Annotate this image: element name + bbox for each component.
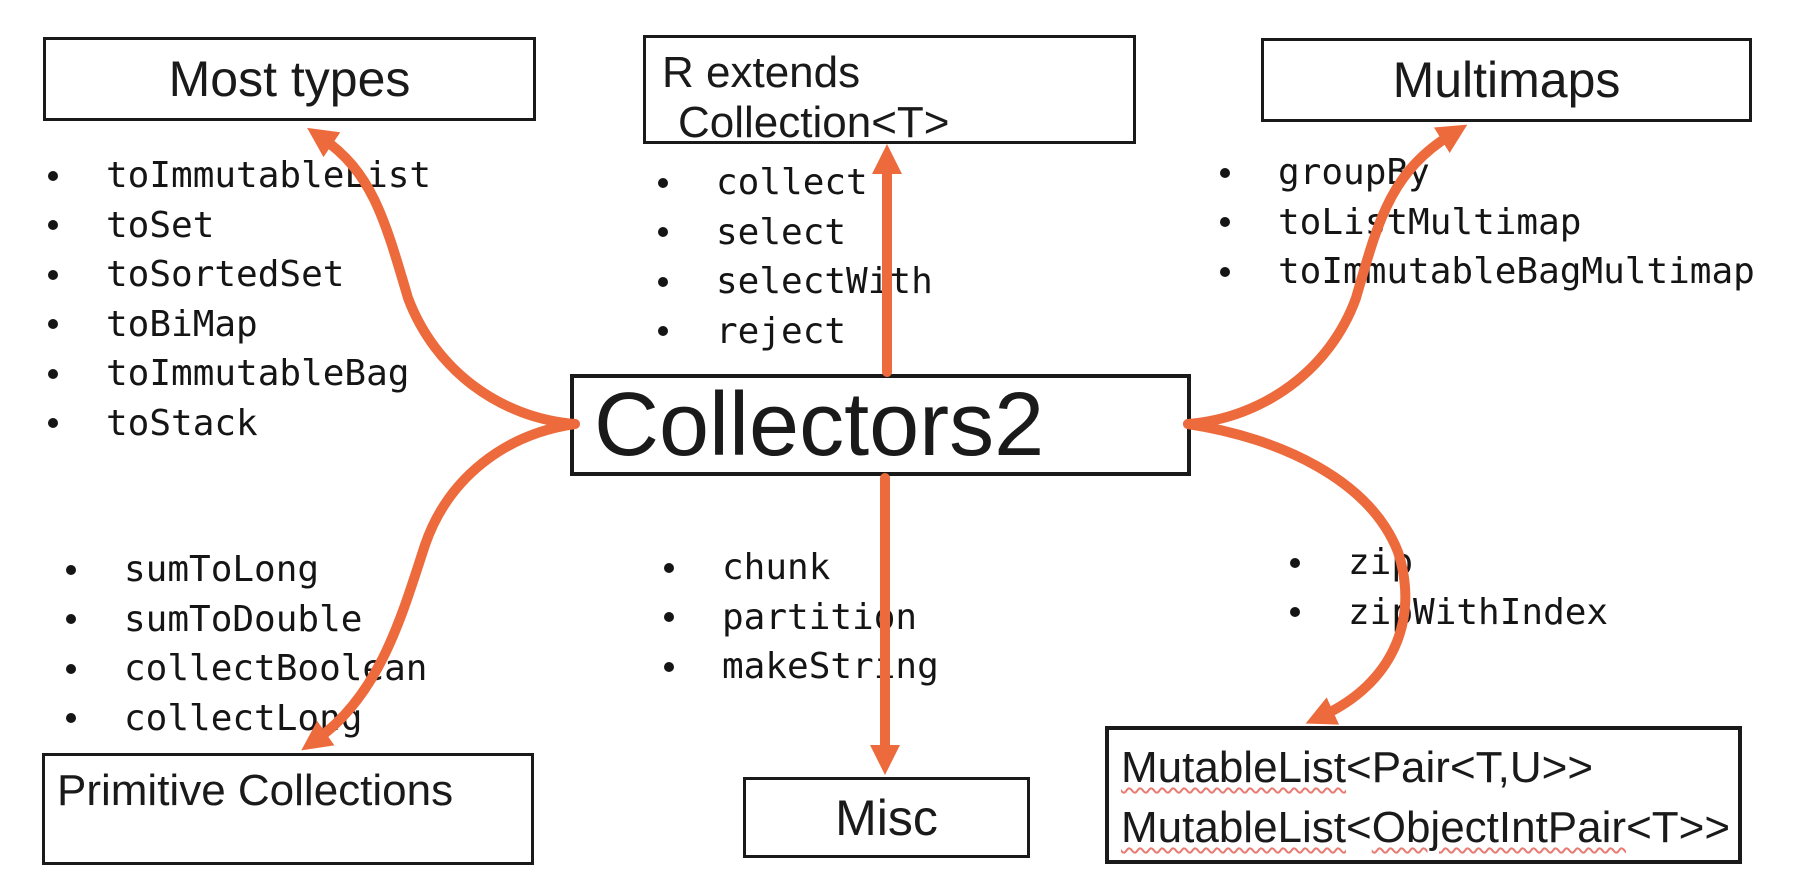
pairs-line2-underlined2: ObjectIntPair <box>1371 803 1627 852</box>
bullet-icon <box>1220 266 1230 277</box>
bullet-icon <box>658 227 668 238</box>
list-item-label: zipWithIndex <box>1348 591 1609 633</box>
pairs-list: zip zipWithIndex <box>1290 538 1608 637</box>
list-item-label: toListMultimap <box>1278 201 1582 243</box>
pairs-line2: MutableList<ObjectIntPair<T>> <box>1121 798 1730 858</box>
multimaps-box: Multimaps <box>1261 38 1752 122</box>
bullet-icon <box>48 170 58 181</box>
list-item: sumToLong <box>66 545 427 595</box>
bullet-icon <box>658 276 668 287</box>
bullet-icon <box>664 612 674 623</box>
list-item-label: toImmutableBag <box>106 353 410 395</box>
primitive-collections-box: Primitive Collections <box>42 753 534 865</box>
list-item-label: collectBoolean <box>124 648 428 690</box>
list-item-label: toImmutableList <box>106 155 432 197</box>
pairs-line2-rest: <T>> <box>1626 803 1731 852</box>
most-types-list: toImmutableList toSet toSortedSet toBiMa… <box>48 151 431 448</box>
bullet-icon <box>66 614 76 625</box>
list-item: toImmutableList <box>48 151 431 201</box>
pairs-line1-underlined: MutableList <box>1121 743 1347 792</box>
bullet-icon <box>664 562 674 573</box>
list-item-label: chunk <box>722 547 831 589</box>
primitive-list: sumToLong sumToDouble collectBoolean col… <box>66 545 427 743</box>
r-extends-title-line1: R extends <box>662 48 861 97</box>
list-item-label: toSortedSet <box>106 254 345 296</box>
list-item: partition <box>664 593 939 643</box>
misc-title: Misc <box>835 789 938 846</box>
list-item-label: partition <box>722 596 918 638</box>
list-item-label: selectWith <box>716 261 933 303</box>
multimaps-title: Multimaps <box>1392 52 1621 108</box>
collectors2-box: Collectors2 <box>570 374 1191 476</box>
misc-list: chunk partition makeString <box>664 543 939 692</box>
most-types-title: Most types <box>168 51 411 107</box>
misc-box: Misc <box>743 777 1030 858</box>
bullet-icon <box>1220 217 1230 228</box>
list-item: makeString <box>664 642 939 692</box>
list-item: zipWithIndex <box>1290 588 1608 638</box>
list-item: groupBy <box>1220 148 1755 198</box>
primitive-collections-title: Primitive Collections <box>57 766 454 815</box>
bullet-icon <box>1220 167 1230 178</box>
bullet-icon <box>658 326 668 337</box>
list-item-label: sumToDouble <box>124 598 363 640</box>
list-item: chunk <box>664 543 939 593</box>
bullet-icon <box>66 564 76 575</box>
list-item-label: toImmutableBagMultimap <box>1278 251 1755 293</box>
r-extends-title-line2: Collection<T> <box>678 98 950 147</box>
list-item-label: groupBy <box>1278 152 1430 194</box>
pairs-line1-rest: <Pair<T,U>> <box>1346 743 1594 792</box>
bullet-icon <box>66 663 76 674</box>
list-item: reject <box>658 307 933 357</box>
pairs-line2-mid: < <box>1346 803 1372 852</box>
list-item: toImmutableBag <box>48 349 431 399</box>
list-item: collect <box>658 158 933 208</box>
bullet-icon <box>48 319 58 330</box>
list-item: collectLong <box>66 694 427 744</box>
multimaps-list: groupBy toListMultimap toImmutableBagMul… <box>1220 148 1755 297</box>
list-item-label: reject <box>716 310 847 352</box>
list-item: collectBoolean <box>66 644 427 694</box>
r-extends-collection-box: R extends Collection<T> <box>643 35 1136 147</box>
list-item-label: select <box>716 211 847 253</box>
bullet-icon <box>664 661 674 672</box>
most-types-box: Most types <box>43 37 536 121</box>
pairs-line1: MutableList<Pair<T,U>> <box>1121 738 1593 798</box>
list-item: sumToDouble <box>66 595 427 645</box>
list-item: select <box>658 208 933 258</box>
list-item-label: toStack <box>106 402 258 444</box>
bullet-icon <box>48 418 58 429</box>
bullet-icon <box>1290 557 1300 568</box>
list-item: toListMultimap <box>1220 198 1755 248</box>
list-item: toStack <box>48 399 431 449</box>
list-item-label: toBiMap <box>106 303 258 345</box>
list-item-label: toSet <box>106 204 215 246</box>
list-item-label: collectLong <box>124 697 363 739</box>
pairs-line2-underlined1: MutableList <box>1121 803 1347 852</box>
list-item: toSortedSet <box>48 250 431 300</box>
list-item: selectWith <box>658 257 933 307</box>
list-item: toBiMap <box>48 300 431 350</box>
list-item-label: collect <box>716 162 868 204</box>
bullet-icon <box>48 220 58 231</box>
collection-list: collect select selectWith reject <box>658 158 933 356</box>
bullet-icon <box>48 368 58 379</box>
mutablelist-pairs-box: MutableList<Pair<T,U>> MutableList<Objec… <box>1105 726 1742 864</box>
collectors2-title: Collectors2 <box>594 374 1045 475</box>
list-item: toImmutableBagMultimap <box>1220 247 1755 297</box>
bullet-icon <box>48 269 58 280</box>
list-item-label: zip <box>1348 542 1414 584</box>
list-item: toSet <box>48 201 431 251</box>
bullet-icon <box>658 177 668 188</box>
list-item-label: makeString <box>722 646 939 688</box>
list-item: zip <box>1290 538 1608 588</box>
bullet-icon <box>1290 607 1300 618</box>
list-item-label: sumToLong <box>124 549 320 591</box>
bullet-icon <box>66 713 76 724</box>
